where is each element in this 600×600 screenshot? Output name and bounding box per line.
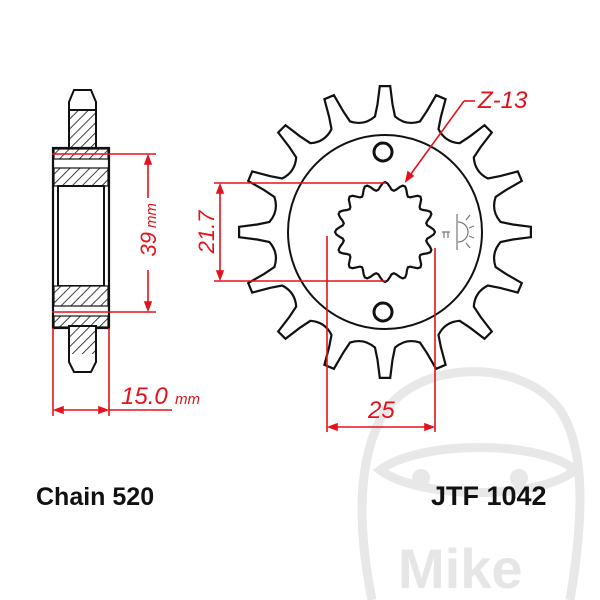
sprocket-front-view xyxy=(238,85,532,379)
watermark-helmet-icon xyxy=(357,367,585,600)
teeth-count-leader xyxy=(404,100,475,183)
hub-circle xyxy=(287,134,483,330)
width-value: 15.0 xyxy=(121,383,168,410)
spline-width-value: 25 xyxy=(367,397,395,424)
bolt-hole-top xyxy=(372,141,394,163)
hub-diameter-value: 39 xyxy=(136,232,161,256)
hub-diameter-unit: mm xyxy=(143,203,160,228)
side-section-view xyxy=(51,89,111,373)
dimension-spline-width xyxy=(326,236,436,432)
sun-logo-icon xyxy=(442,214,475,250)
spline-bore xyxy=(333,180,437,284)
part-number-label: JTF 1042 xyxy=(431,481,547,511)
dimension-hub-diameter xyxy=(52,153,156,313)
spline-height-value: 21.7 xyxy=(194,210,219,255)
chain-size-label: Chain 520 xyxy=(36,483,154,511)
watermark-text: Mike xyxy=(398,537,523,600)
bolt-hole-bottom xyxy=(372,301,394,323)
dimension-spline-height xyxy=(214,182,386,282)
dimension-width xyxy=(52,328,172,416)
watermark-logo: Mike xyxy=(357,367,585,600)
width-unit: mm xyxy=(175,391,200,408)
teeth-count-label: Z-13 xyxy=(477,87,528,114)
